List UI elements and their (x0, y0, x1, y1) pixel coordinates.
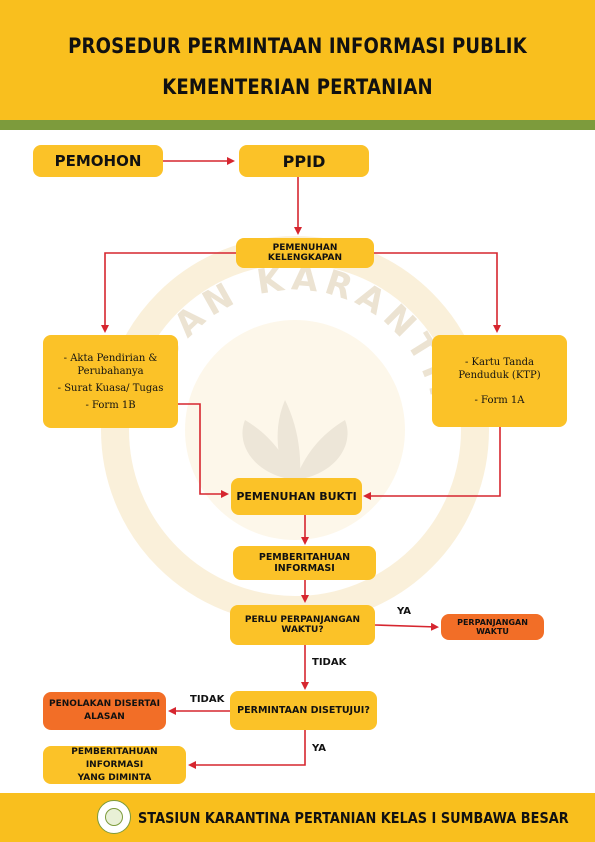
ppid-box: PPID (239, 145, 369, 177)
perpanjangan-label: PERPANJANGAN WAKTU (457, 618, 528, 636)
left-documents-box: - Akta Pendirian & Perubahanya - Surat K… (43, 335, 178, 428)
pemohon-label: PEMOHON (54, 152, 142, 170)
perpanjangan-box: PERPANJANGAN WAKTU (441, 614, 544, 640)
perlu-perpanjangan-label: PERLU PERPANJANGAN WAKTU? (244, 615, 361, 635)
ya-label-perpanjangan: YA (397, 606, 412, 617)
penolakan-label-1: PENOLAKAN DISERTAI (49, 699, 160, 709)
bukti-box: PEMENUHAN BUKTI (231, 478, 362, 515)
arrow-ya-perpanjangan (374, 622, 439, 631)
diminta-label-2: YANG DIMINTA (77, 772, 152, 783)
arrow-right-to-bukti (363, 427, 501, 500)
right-doc-ktp-cont: Penduduk (KTP) (458, 369, 541, 381)
disetujui-box: PERMINTAAN DISETUJUI? (230, 691, 377, 730)
arrow-ya-diminta (188, 730, 306, 769)
header-divider (0, 120, 595, 130)
header-banner: PROSEDUR PERMINTAAN INFORMASI PUBLIK KEM… (0, 0, 595, 120)
right-doc-form-1a: - Form 1A (474, 394, 525, 406)
arrow-right-docs (374, 252, 501, 333)
arrow-left-to-bukti (178, 403, 229, 498)
page-title-line2: KEMENTERIAN PERTANIAN (162, 75, 433, 99)
tidak-label-disetujui: TIDAK (312, 657, 347, 668)
diminta-box: PEMBERITAHUAN INFORMASI YANG DIMINTA (43, 746, 186, 784)
bukti-label: PEMENUHAN BUKTI (236, 490, 357, 503)
left-doc-form-1b: - Form 1B (85, 399, 136, 411)
kelengkapan-box: PEMENUHAN KELENGKAPAN (236, 238, 374, 268)
right-documents-box: - Kartu Tanda Penduduk (KTP) - Form 1A (432, 335, 567, 427)
logo-emblem-icon (105, 808, 123, 826)
left-doc-perubahan: Perubahanya (77, 365, 144, 377)
ya-label-diminta: YA (312, 743, 327, 754)
ppid-label: PPID (282, 151, 326, 171)
pemberitahuan-label: PEMBERITAHUAN INFORMASI (258, 552, 351, 574)
penolakan-box: PENOLAKAN DISERTAI ALASAN (43, 692, 166, 730)
diminta-label-1: PEMBERITAHUAN INFORMASI (71, 746, 158, 770)
kelengkapan-label: PEMENUHAN KELENGKAPAN (267, 243, 343, 263)
left-doc-surat-kuasa: - Surat Kuasa/ Tugas (57, 382, 164, 394)
left-doc-akta: - Akta Pendirian & (63, 352, 158, 364)
right-doc-ktp: - Kartu Tanda (464, 356, 535, 368)
footer-text: STASIUN KARANTINA PERTANIAN KELAS I SUMB… (138, 809, 569, 827)
perlu-perpanjangan-box: PERLU PERPANJANGAN WAKTU? (230, 605, 375, 645)
page-title-line1: PROSEDUR PERMINTAAN INFORMASI PUBLIK (68, 34, 527, 58)
tidak-label-penolakan: TIDAK (190, 694, 225, 705)
disetujui-label: PERMINTAAN DISETUJUI? (237, 705, 370, 716)
karantina-logo (97, 800, 131, 834)
pemberitahuan-box: PEMBERITAHUAN INFORMASI (233, 546, 376, 580)
penolakan-label-2: ALASAN (84, 712, 125, 722)
footer-banner: STASIUN KARANTINA PERTANIAN KELAS I SUMB… (0, 793, 595, 842)
arrow-left-docs (101, 252, 236, 333)
pemohon-box: PEMOHON (33, 145, 163, 177)
